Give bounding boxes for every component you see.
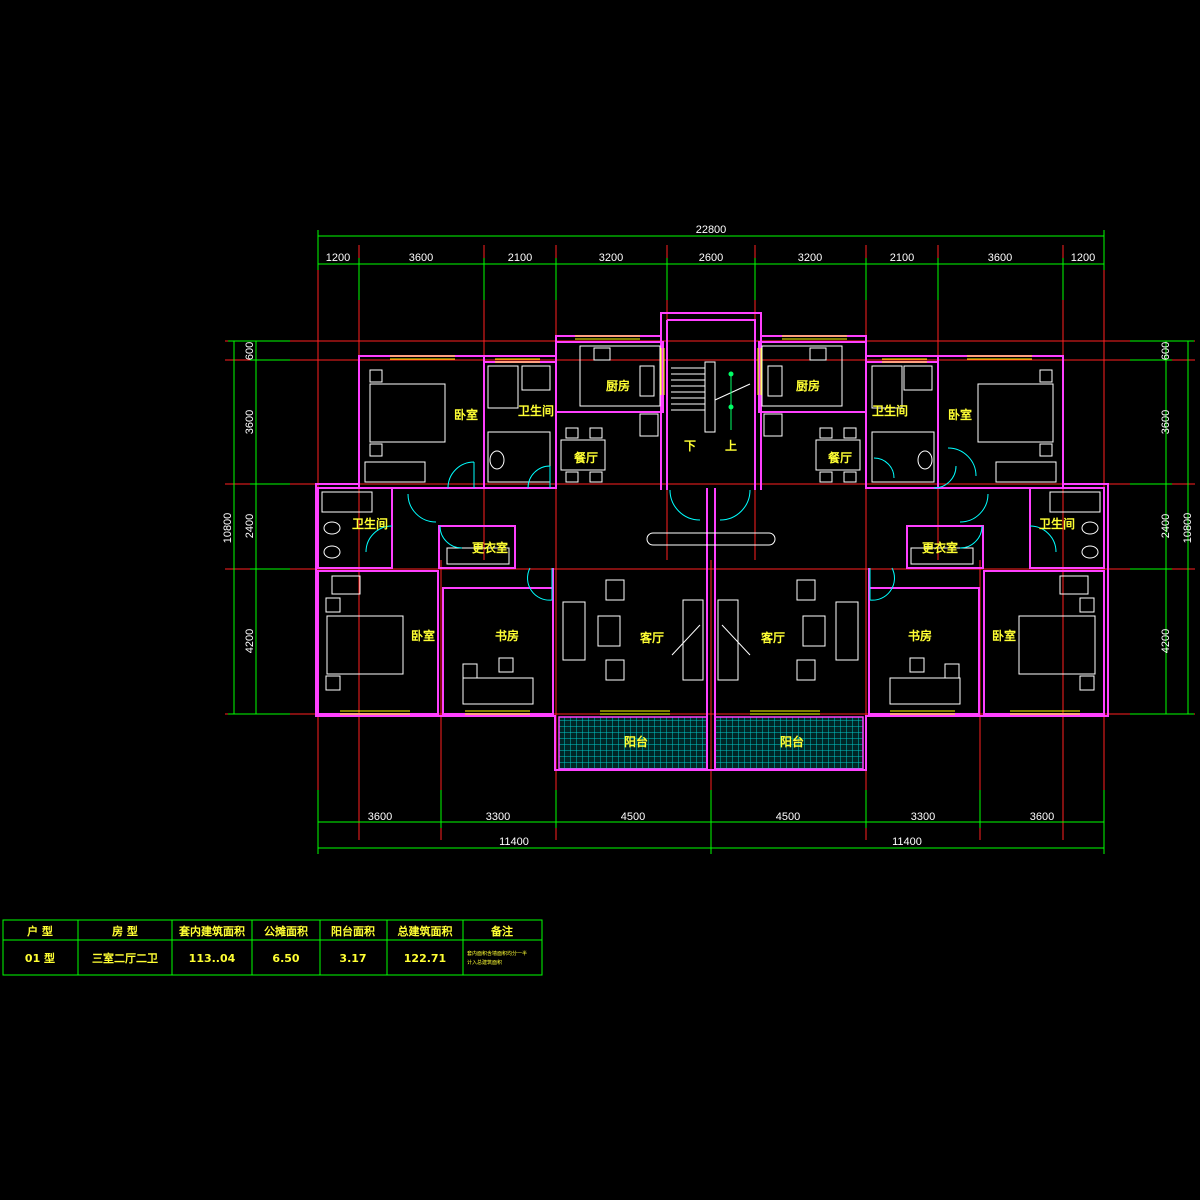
dim-left-4: 4200 bbox=[244, 629, 256, 653]
table-header-total-area: 总建筑面积 bbox=[398, 924, 453, 938]
table-header-unit-type: 户 型 bbox=[27, 924, 53, 938]
dim-left-1: 600 bbox=[244, 342, 256, 360]
label-bedroom-bottom-left: 卧室 bbox=[411, 628, 435, 643]
dimension-lines bbox=[228, 230, 1194, 854]
table-header-shared-area: 公摊面积 bbox=[264, 924, 308, 938]
table-header-inner-area: 套内建筑面积 bbox=[179, 924, 245, 938]
dim-top-9: 1200 bbox=[1071, 252, 1095, 264]
label-bathroom-top-right: 卫生间 bbox=[872, 403, 908, 418]
table-cell-shared-area: 6.50 bbox=[272, 952, 299, 965]
label-kitchen-left: 厨房 bbox=[606, 378, 630, 393]
dim-left-2: 3600 bbox=[244, 410, 256, 434]
dim-top-6: 3200 bbox=[798, 252, 822, 264]
table-cell-inner-area: 113..04 bbox=[189, 952, 236, 965]
dim-right-3: 2400 bbox=[1160, 514, 1172, 538]
balcony-right bbox=[714, 716, 864, 770]
axis-lines bbox=[225, 245, 1195, 840]
label-bedroom-top-right: 卧室 bbox=[948, 407, 972, 422]
label-balcony-left: 阳台 bbox=[624, 734, 648, 749]
area-table: 户 型 房 型 套内建筑面积 公摊面积 阳台面积 总建筑面积 备注 01 型 三… bbox=[2, 919, 543, 976]
table-note-line-1: 套内面积含墙面积均分一半 bbox=[467, 950, 527, 957]
label-dining-right: 餐厅 bbox=[828, 450, 852, 465]
label-balcony-right: 阳台 bbox=[780, 734, 804, 749]
table-header-notes: 备注 bbox=[490, 924, 513, 938]
stair-arrow bbox=[728, 371, 734, 430]
table-cell-total-area: 122.71 bbox=[404, 952, 446, 965]
label-closet-right: 更衣室 bbox=[922, 540, 958, 555]
dim-bottom-2: 3300 bbox=[486, 811, 510, 823]
label-closet-left: 更衣室 bbox=[472, 540, 508, 555]
table-cell-unit-type: 01 型 bbox=[25, 951, 55, 965]
dim-top-2: 3600 bbox=[409, 252, 433, 264]
dim-bottom-half-left: 11400 bbox=[499, 836, 529, 848]
table-grid bbox=[2, 919, 543, 976]
label-bedroom-bottom-right: 卧室 bbox=[992, 628, 1016, 643]
label-dining-left: 餐厅 bbox=[574, 450, 598, 465]
dim-bottom-half-right: 11400 bbox=[892, 836, 922, 848]
dim-top-8: 3600 bbox=[988, 252, 1012, 264]
dim-bottom-5: 3300 bbox=[911, 811, 935, 823]
furniture bbox=[321, 345, 1101, 705]
dim-top-5: 2600 bbox=[699, 252, 723, 264]
dim-bottom-4: 4500 bbox=[776, 811, 800, 823]
dim-bottom-3: 4500 bbox=[621, 811, 645, 823]
table-cell-room-type: 三室二厅二卫 bbox=[92, 951, 158, 965]
dimension-texts: 22800 1200 3600 2100 3200 2600 3200 2100… bbox=[222, 224, 1194, 848]
room-labels: 卧室 卫生间 厨房 餐厅 卫生间 更衣室 卧室 书房 客厅 阳台 厨房 卫生间 … bbox=[352, 378, 1075, 749]
label-living-left: 客厅 bbox=[639, 630, 664, 645]
windows bbox=[340, 335, 1080, 715]
label-bathroom-mid-left: 卫生间 bbox=[352, 516, 388, 531]
table-header-room-type: 房 型 bbox=[112, 924, 138, 938]
label-bathroom-mid-right: 卫生间 bbox=[1039, 516, 1075, 531]
dim-bottom-6: 3600 bbox=[1030, 811, 1054, 823]
dim-top-4: 3200 bbox=[599, 252, 623, 264]
label-study-right: 书房 bbox=[908, 628, 932, 643]
label-bathroom-top-left: 卫生间 bbox=[518, 403, 554, 418]
walls bbox=[315, 312, 1109, 771]
table-note-line-2: 计入总建筑面积 bbox=[467, 959, 502, 966]
dim-left-total: 10800 bbox=[222, 513, 234, 544]
table-header-balcony-area: 阳台面积 bbox=[331, 924, 375, 938]
table-cell-balcony-area: 3.17 bbox=[339, 952, 366, 965]
label-kitchen-right: 厨房 bbox=[796, 378, 820, 393]
label-study-left: 书房 bbox=[495, 628, 519, 643]
label-bedroom-top-left: 卧室 bbox=[454, 407, 478, 422]
dim-top-1: 1200 bbox=[326, 252, 350, 264]
dim-total-top: 22800 bbox=[696, 224, 727, 236]
label-stair-down: 下 bbox=[684, 439, 696, 453]
dim-right-4: 4200 bbox=[1160, 629, 1172, 653]
dim-right-1: 600 bbox=[1160, 342, 1172, 360]
dim-top-3: 2100 bbox=[508, 252, 532, 264]
dim-left-3: 2400 bbox=[244, 514, 256, 538]
dim-right-2: 3600 bbox=[1160, 410, 1172, 434]
dim-right-total: 10800 bbox=[1182, 513, 1194, 544]
label-living-right: 客厅 bbox=[760, 630, 785, 645]
dim-bottom-1: 3600 bbox=[368, 811, 392, 823]
label-stair-up: 上 bbox=[725, 438, 737, 453]
doors bbox=[365, 447, 1057, 601]
dim-top-7: 2100 bbox=[890, 252, 914, 264]
